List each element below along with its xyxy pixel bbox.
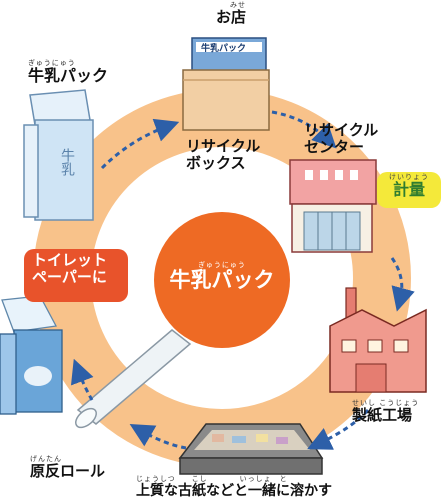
- toilet-paper-line2: ペーパーに: [32, 268, 107, 287]
- toilet-paper-badge: トイレット ペーパーに: [24, 249, 128, 302]
- toilet-paper-carton-icon: [0, 295, 63, 415]
- arrow-carton-to-box: [100, 118, 180, 170]
- recycle-center-label-line2: センター: [304, 137, 365, 156]
- dissolve-label: じょうしつ こし いっしょ と 上質な古紙などと一緒に溶かす: [136, 475, 332, 499]
- shop-label: みせ お店: [216, 2, 246, 25]
- weighing-label: 計量: [392, 180, 425, 199]
- shop-icon: [182, 37, 270, 131]
- dissolve-label-text: 上質な古紙などと一緒に溶かす: [136, 483, 332, 499]
- recycle-center-icon: [289, 159, 377, 253]
- shop-label-text: お店: [216, 8, 247, 26]
- recycle-box-label-line2: ボックス: [186, 153, 246, 172]
- raw-roll-label: げんたん 原反ロール: [30, 456, 105, 479]
- recycle-box-label: リサイクル ボックス: [186, 138, 260, 171]
- paper-mill-ruby: せいし こうじょう: [352, 399, 420, 407]
- center-label-text: 牛乳パック: [169, 268, 275, 292]
- paper-mill-label: せいし こうじょう 製紙工場: [352, 400, 419, 423]
- raw-roll-label-text: 原反ロール: [30, 462, 106, 480]
- paper-roll-icon: [75, 329, 192, 429]
- milk-carton-icon: [23, 89, 94, 221]
- recycle-center-label: リサイクル センター: [304, 122, 378, 155]
- arrow-center-to-mill: [390, 257, 415, 312]
- milk-carton-ruby: ぎゅうにゅう: [28, 59, 76, 67]
- center-circle: [154, 212, 290, 348]
- raw-roll-ruby: げんたん: [30, 455, 62, 463]
- arrow-roll-to-toilet: [70, 358, 94, 401]
- milk-carton-label: ぎゅうにゅう 牛乳パック: [28, 60, 108, 84]
- paper-mill-icon: [329, 287, 427, 393]
- paper-mill-label-text: 製紙工場: [352, 406, 413, 424]
- milk-carton-text: 牛乳: [59, 148, 75, 176]
- shop-sign-text: 牛乳パック: [201, 42, 246, 54]
- toilet-paper-line1: トイレット: [32, 251, 108, 269]
- recycle-center-label-line1: リサイクル: [304, 121, 379, 139]
- weighing-badge: けいりょう 計量: [377, 172, 441, 208]
- center-label: ぎゅうにゅう 牛乳パック: [162, 262, 282, 291]
- milk-carton-label-text: 牛乳パック: [28, 66, 109, 85]
- center-ruby: ぎゅうにゅう: [198, 261, 246, 269]
- recycle-box-label-line1: リサイクル: [186, 137, 261, 155]
- arrow-box-to-center: [271, 110, 337, 149]
- arrow-mill-to-tank: [307, 408, 370, 450]
- dissolving-tank-icon: [178, 423, 324, 475]
- shop-ruby: みせ: [230, 1, 247, 9]
- dissolve-ruby: じょうしつ こし いっしょ と: [136, 475, 288, 483]
- weighing-ruby: けいりょう: [389, 173, 429, 181]
- arrow-tank-to-roll: [129, 423, 187, 450]
